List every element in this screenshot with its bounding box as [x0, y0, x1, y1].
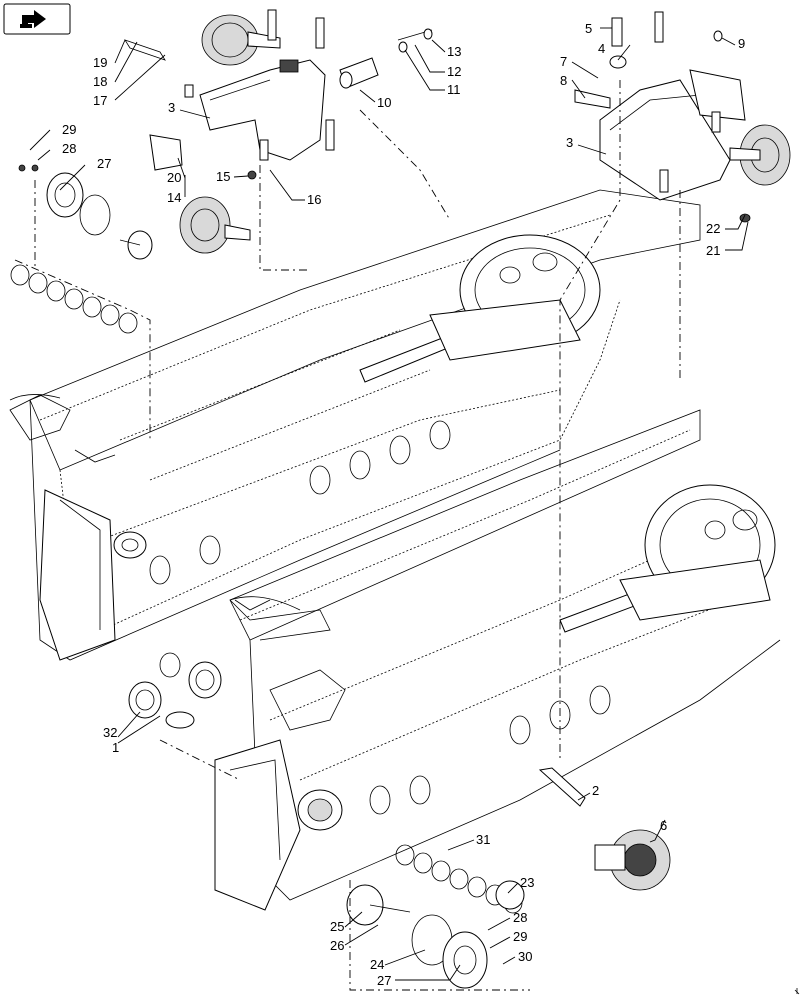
callout-12: 12	[447, 64, 461, 79]
callout-28: 28	[513, 910, 527, 925]
callout-17: 17	[93, 93, 107, 108]
callout-31: 31	[476, 832, 490, 847]
callout-16: 16	[307, 192, 321, 207]
callout-32: 32	[103, 725, 117, 740]
callout-21: 21	[706, 243, 720, 258]
callout-11: 11	[447, 82, 461, 97]
callout-15: 15	[216, 169, 230, 184]
callout-20: 20	[167, 170, 181, 185]
callout-14: 14	[167, 190, 181, 205]
callout-27: 27	[97, 156, 111, 171]
callout-13: 13	[447, 44, 461, 59]
upper-track-frame	[9, 189, 701, 661]
callout-25: 25	[330, 919, 344, 934]
callout-6: 6	[660, 818, 667, 833]
back-arrow-icon	[20, 10, 46, 28]
callout-3: 3	[566, 135, 573, 150]
callout-19: 19	[93, 55, 107, 70]
callout-1: 1	[112, 740, 119, 755]
callout-29: 29	[513, 929, 527, 944]
callout-3: 3	[168, 100, 175, 115]
callout-8: 8	[560, 73, 567, 88]
callout-9: 9	[738, 36, 745, 51]
callout-28: 28	[62, 141, 76, 156]
leader-lines	[29, 27, 749, 981]
callout-30: 30	[518, 949, 532, 964]
left-bracket-assembly	[124, 9, 451, 271]
callout-29: 29	[62, 122, 76, 137]
callout-18: 18	[93, 74, 107, 89]
callout-23: 23	[520, 875, 534, 890]
callout-labels: 1 2 3 3 4 5 6 7 8 9 10 11 12 13 14 15 16…	[62, 21, 745, 988]
lower-side-parts	[128, 652, 671, 991]
callout-10: 10	[377, 95, 391, 110]
callout-2: 2	[592, 783, 599, 798]
left-side-parts	[10, 164, 251, 440]
callout-7: 7	[560, 54, 567, 69]
back-button[interactable]	[3, 3, 71, 35]
callout-22: 22	[706, 221, 720, 236]
callout-26: 26	[330, 938, 344, 953]
right-bracket-assembly	[559, 11, 791, 690]
callout-24: 24	[370, 957, 384, 972]
corner-mark	[794, 988, 800, 995]
callout-4: 4	[598, 41, 605, 56]
callout-27: 27	[377, 973, 391, 988]
lower-track-frame	[214, 409, 781, 911]
callout-5: 5	[585, 21, 592, 36]
